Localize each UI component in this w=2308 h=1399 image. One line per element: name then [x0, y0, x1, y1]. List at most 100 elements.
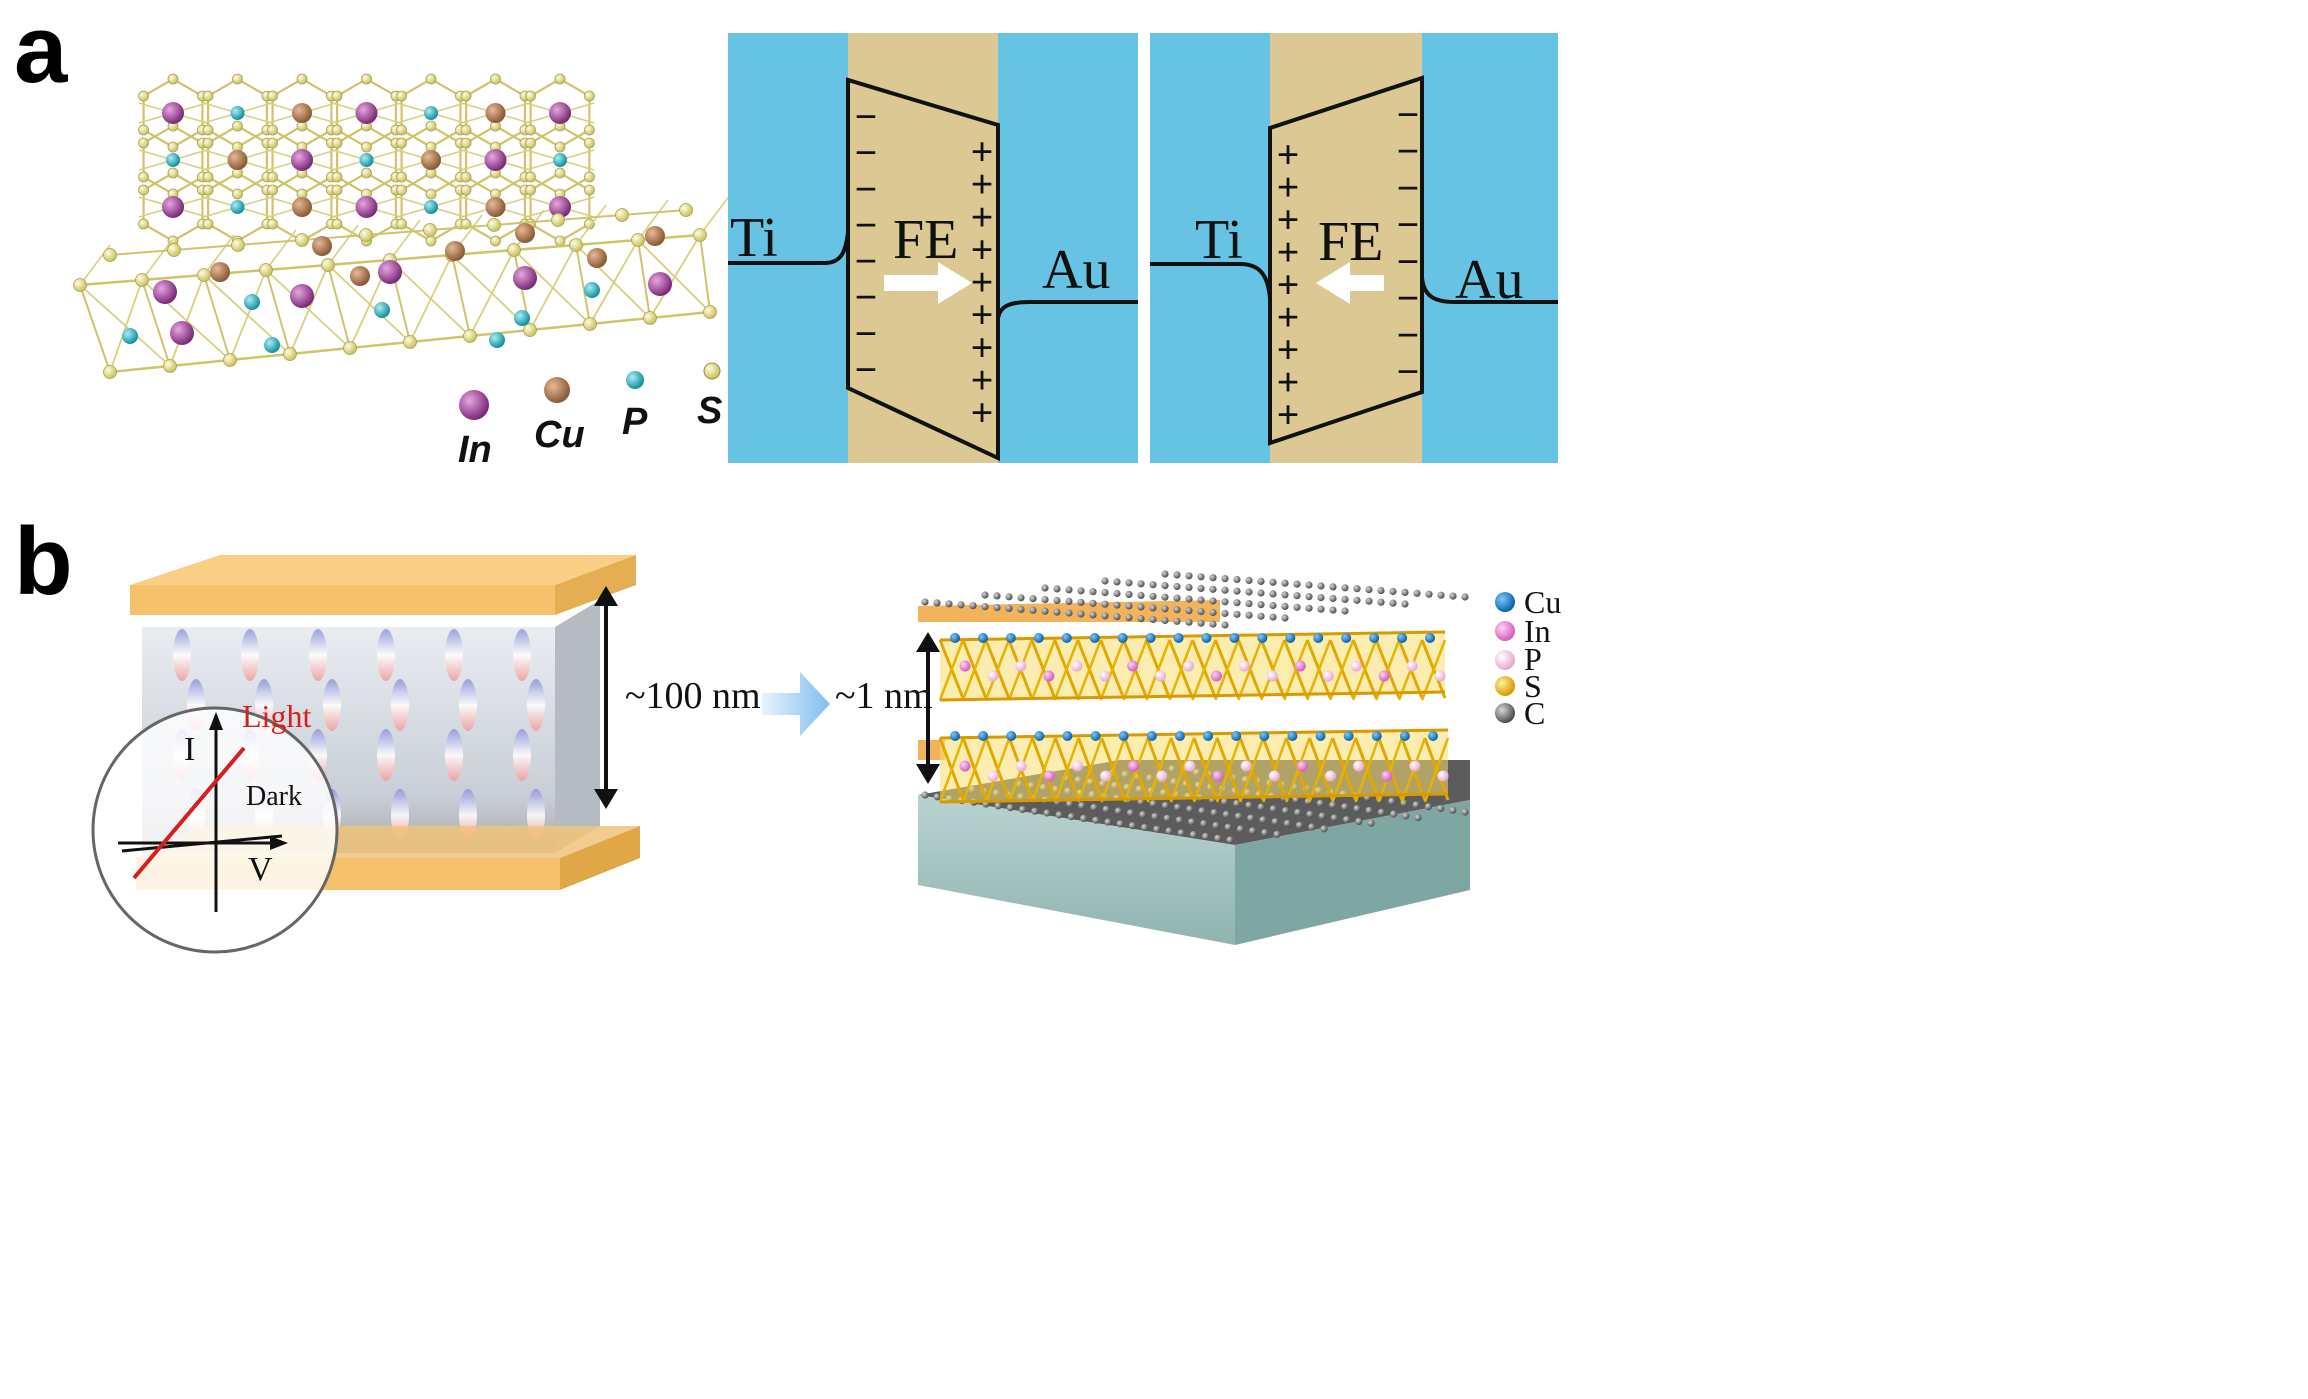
carbon-atom [1197, 573, 1205, 581]
carbon-atom [1221, 609, 1229, 618]
sulfur-atom [643, 311, 657, 325]
bottom-electrode-side [560, 826, 640, 890]
sulfur-atom [138, 90, 149, 102]
carbon-atom [1153, 825, 1161, 833]
in-atom [513, 266, 537, 290]
carbon-atom [1283, 819, 1291, 828]
lattice-bond [265, 269, 291, 355]
cu-atom [977, 633, 988, 643]
dipole [241, 629, 259, 681]
p-atom [166, 153, 180, 167]
top-electrode-front [130, 585, 555, 615]
dipole [323, 679, 341, 731]
light-label: Light [242, 698, 311, 734]
cu-atom [1428, 731, 1438, 741]
cu-atom [1315, 731, 1326, 741]
carbon-atom [1163, 814, 1171, 822]
carbon-atom [1041, 596, 1049, 604]
sulfur-atom [425, 73, 437, 85]
cu-atom [1203, 731, 1214, 741]
sulfur-atom [267, 124, 278, 136]
carbon-atom [1449, 592, 1457, 600]
positive-charge: + [1277, 197, 1300, 242]
cu-atom [1259, 731, 1270, 741]
positive-charge: + [1277, 360, 1300, 405]
carbon-atom [1055, 811, 1063, 819]
p-atom [1071, 660, 1083, 672]
cips-layer-lower [938, 728, 1450, 804]
cu-atom [210, 262, 230, 282]
fe-label: FE [893, 209, 958, 271]
sulfur-atom [331, 90, 343, 102]
dipole [377, 729, 395, 781]
positive-charge: + [971, 129, 994, 174]
sulfur-bond [1145, 639, 1171, 701]
sulfur-bond [1374, 639, 1401, 701]
carbon-atom [1412, 801, 1420, 809]
cu-atom [350, 266, 370, 286]
carbon-atom [1065, 609, 1073, 617]
legend-p-label: P [622, 401, 648, 443]
negative-charge: − [1397, 92, 1420, 137]
carbon-atom [1200, 820, 1208, 828]
p-atom [514, 310, 530, 326]
carbon-atom [1425, 590, 1433, 598]
dark-label: Dark [246, 781, 302, 812]
sulfur-bond [1076, 639, 1102, 701]
au-label: Au [1042, 239, 1110, 301]
cu-atom [1061, 633, 1072, 643]
carbon-atom [1209, 574, 1217, 582]
positive-charges-column: +++++++++ [971, 129, 994, 435]
lattice-bond [409, 254, 453, 343]
sulfur-atom [425, 120, 437, 132]
negative-charge: − [855, 130, 878, 175]
lattice-bond [513, 249, 591, 325]
dark-curve [121, 834, 283, 853]
metal-region-ti [1150, 33, 1270, 463]
band-diagram-right: Ti FE Au +++++++++ −−−−−−−− [1150, 33, 1558, 463]
carbon-atom [1224, 823, 1232, 831]
carbon-atom [1092, 816, 1100, 824]
carbon-atom [1377, 598, 1385, 606]
cu-atom [312, 236, 332, 256]
dielectric-side-face [555, 600, 600, 853]
in-atom [1381, 770, 1393, 782]
lattice-bond [265, 269, 351, 349]
p-atom [230, 200, 245, 214]
negative-charge: − [1397, 202, 1420, 247]
carbon-atom [1437, 804, 1445, 813]
positive-charge: + [971, 194, 994, 239]
sulfur-atom [403, 335, 417, 349]
carbon-atom [1041, 607, 1049, 615]
legend-c-atom [1495, 703, 1515, 723]
sulfur-atom [331, 171, 343, 183]
cu-atom [950, 731, 960, 741]
carbon-atom [1053, 585, 1061, 593]
negative-charge: − [855, 239, 878, 284]
carbon-atom [1077, 587, 1085, 595]
sulfur-bond [1306, 639, 1332, 701]
carbon-atom [1017, 594, 1025, 602]
voltage-axis-arrowhead [270, 836, 288, 850]
carbon-atom [1281, 591, 1289, 599]
carbon-atom [1269, 805, 1277, 813]
carbon-atom [1210, 809, 1218, 817]
carbon-atom [1389, 587, 1397, 596]
carbon-atom [1222, 810, 1230, 819]
cu-atom [1425, 633, 1435, 643]
sulfur-atom [615, 208, 629, 222]
carbon-atom [1305, 593, 1313, 601]
in-atom [1294, 660, 1306, 672]
cu-atom [1201, 633, 1212, 643]
sulfur-atom [460, 171, 472, 183]
dipole [391, 679, 409, 731]
carbon-atom [1173, 617, 1181, 625]
lattice-bond [589, 316, 651, 326]
carbon-atom [981, 603, 989, 611]
p-atom [1322, 670, 1334, 682]
carbon-atom [1137, 615, 1145, 623]
carbon-atom [933, 793, 941, 801]
cu-atom [1371, 731, 1382, 741]
cu-atom [1313, 633, 1324, 643]
carbon-atom [1165, 827, 1173, 835]
